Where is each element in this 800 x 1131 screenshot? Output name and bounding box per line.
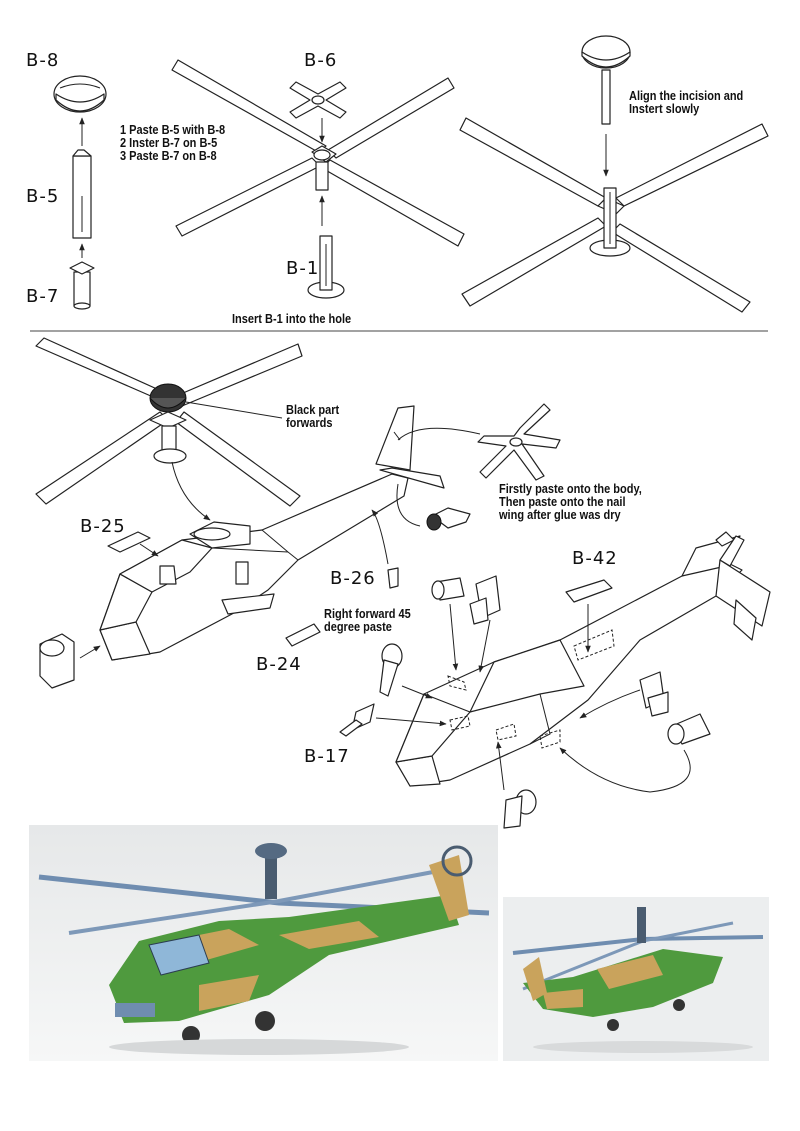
- part-b7-drawing: [69, 243, 95, 310]
- assembly-steps-note: 1 Paste B-5 with B-8 2 Inster B-7 on B-5…: [120, 123, 226, 163]
- align-incision-note: Align the incision and Instert slowly: [629, 89, 744, 116]
- helicopter-body-right-drawing: [339, 531, 771, 829]
- rotor-head-drawing: [35, 337, 303, 521]
- finished-model-photo-large: [29, 825, 498, 1061]
- helicopter-body-left-drawing: [39, 403, 561, 689]
- paste-angle-note: Right forward 45 degree paste: [324, 607, 411, 634]
- rotor-assembly-middle-drawing: [171, 59, 465, 299]
- insert-b1-note: Insert B-1 into the hole: [232, 312, 352, 326]
- part-b5-tube-drawing: [72, 117, 92, 239]
- label-b24: B-24: [256, 654, 302, 675]
- part-b8-cap-drawing: [53, 75, 107, 113]
- black-part-forwards-note: Black part forwards: [286, 403, 340, 430]
- label-b5: B-5: [26, 186, 60, 207]
- label-b8: B-8: [26, 50, 60, 71]
- label-b25: B-25: [80, 516, 126, 537]
- rotor-assembly-right-drawing: [459, 35, 769, 313]
- paste-order-note: Firstly paste onto the body, Then paste …: [499, 482, 642, 522]
- label-b42: B-42: [572, 548, 618, 569]
- label-b6: B-6: [304, 50, 338, 71]
- label-b17: B-17: [304, 746, 350, 767]
- label-b7: B-7: [26, 286, 60, 307]
- finished-model-photo-small: [503, 897, 769, 1061]
- label-b1: B-1: [286, 258, 320, 279]
- label-b26: B-26: [330, 568, 376, 589]
